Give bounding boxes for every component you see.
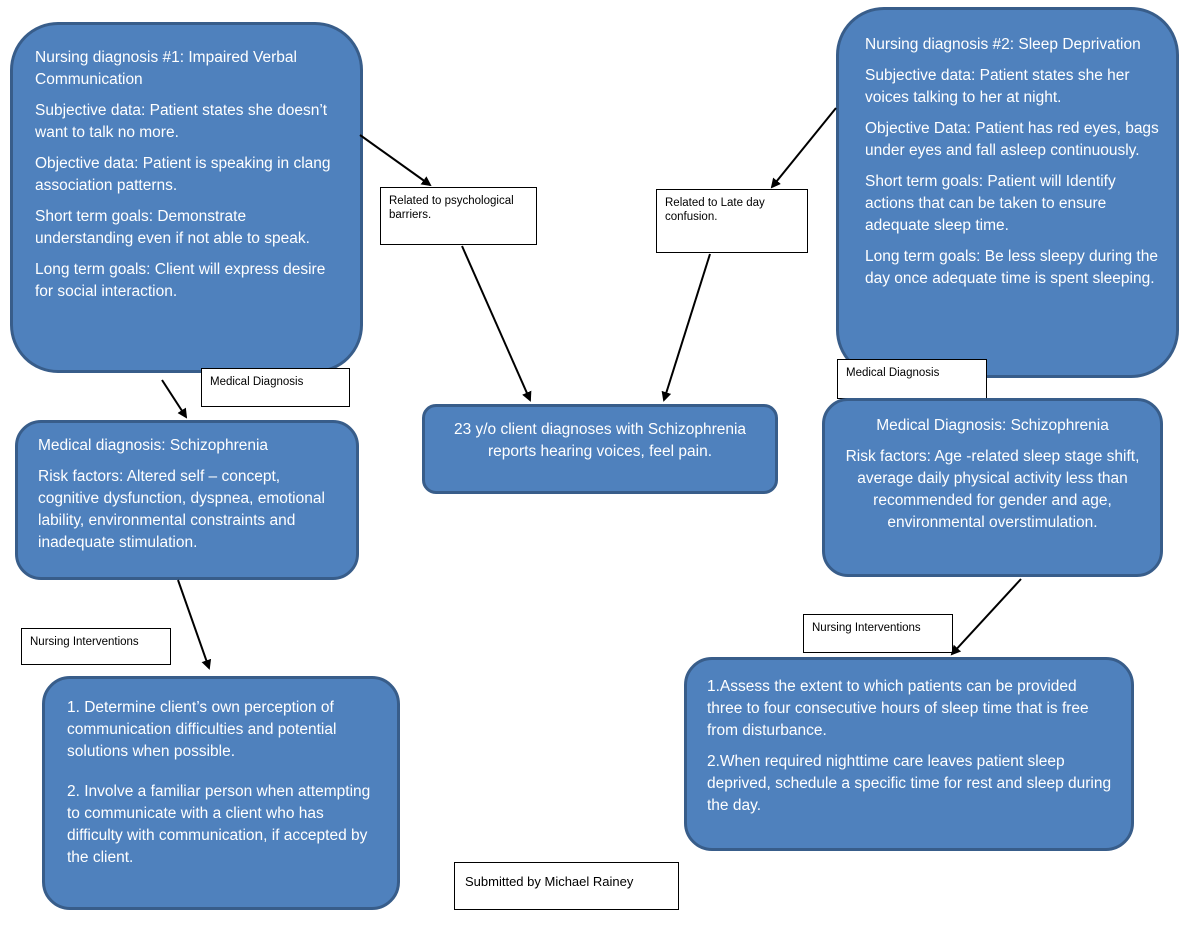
- nursing-interventions-2-box: 1.Assess the extent to which patients ca…: [684, 657, 1134, 851]
- medical-diagnosis-2-risk-factors: Risk factors: Age -related sleep stage s…: [845, 448, 1140, 531]
- nursing-diagnosis-2-long-term-goals: Long term goals: Be less sleepy during t…: [865, 248, 1158, 287]
- nursing-diagnosis-1-box: Nursing diagnosis #1: Impaired Verbal Co…: [10, 22, 363, 373]
- nursing-interventions-1-item-1: 1. Determine client’s own perception of …: [67, 699, 337, 760]
- nursing-diagnosis-2-objective: Objective Data: Patient has red eyes, ba…: [865, 120, 1159, 159]
- nursing-diagnosis-2-short-term-goals: Short term goals: Patient will Identify …: [865, 173, 1116, 234]
- arrow-md2-to-ni2: [950, 578, 1022, 656]
- nursing-interventions-1-box: 1. Determine client’s own perception of …: [42, 676, 400, 910]
- client-summary-text: 23 y/o client diagnoses with Schizophren…: [453, 421, 747, 460]
- nursing-interventions-2-item-1: 1.Assess the extent to which patients ca…: [707, 678, 1089, 739]
- medical-diagnosis-2-title: Medical Diagnosis: Schizophrenia: [876, 417, 1109, 434]
- arrow-related2-to-center: [661, 253, 711, 402]
- nursing-diagnosis-2-subjective: Subjective data: Patient states she her …: [865, 67, 1130, 106]
- arrow-nd2-to-related2: [770, 107, 837, 189]
- arrow-md1-to-ni1: [177, 579, 212, 670]
- medical-diagnosis-label-left: Medical Diagnosis: [201, 368, 350, 407]
- nursing-diagnosis-1-objective: Objective data: Patient is speaking in c…: [35, 155, 331, 194]
- medical-diagnosis-1-box: Medical diagnosis: Schizophrenia Risk fa…: [15, 420, 359, 580]
- arrow-nd1-to-related1: [359, 134, 432, 187]
- client-summary-box: 23 y/o client diagnoses with Schizophren…: [422, 404, 778, 494]
- nursing-diagnosis-1-subjective: Subjective data: Patient states she does…: [35, 102, 328, 141]
- nursing-interventions-1-item-2: 2. Involve a familiar person when attemp…: [67, 783, 371, 866]
- nursing-diagnosis-1-long-term-goals: Long term goals: Client will express des…: [35, 261, 326, 300]
- medical-diagnosis-label-right: Medical Diagnosis: [837, 359, 987, 399]
- nursing-diagnosis-2-box: Nursing diagnosis #2: Sleep Deprivation …: [836, 7, 1179, 378]
- arrow-nd1-to-md1: [161, 379, 188, 419]
- nursing-interventions-label-left: Nursing Interventions: [21, 628, 171, 665]
- medical-diagnosis-1-risk-factors: Risk factors: Altered self – concept, co…: [38, 468, 325, 551]
- medical-diagnosis-2-box: Medical Diagnosis: Schizophrenia Risk fa…: [822, 398, 1163, 577]
- arrow-related1-to-center: [461, 245, 532, 402]
- medical-diagnosis-1-title: Medical diagnosis: Schizophrenia: [38, 437, 269, 454]
- nursing-diagnosis-1-short-term-goals: Short term goals: Demonstrate understand…: [35, 208, 310, 247]
- submitted-by-label: Submitted by Michael Rainey: [454, 862, 679, 910]
- nursing-diagnosis-2-title: Nursing diagnosis #2: Sleep Deprivation: [865, 36, 1141, 53]
- nursing-interventions-2-item-2: 2.When required nighttime care leaves pa…: [707, 753, 1112, 814]
- related-label-psychological-barriers: Related to psychological barriers.: [380, 187, 537, 245]
- nursing-interventions-label-right: Nursing Interventions: [803, 614, 953, 653]
- nursing-diagnosis-1-title: Nursing diagnosis #1: Impaired Verbal Co…: [35, 49, 297, 88]
- related-label-late-day-confusion: Related to Late day confusion.: [656, 189, 808, 253]
